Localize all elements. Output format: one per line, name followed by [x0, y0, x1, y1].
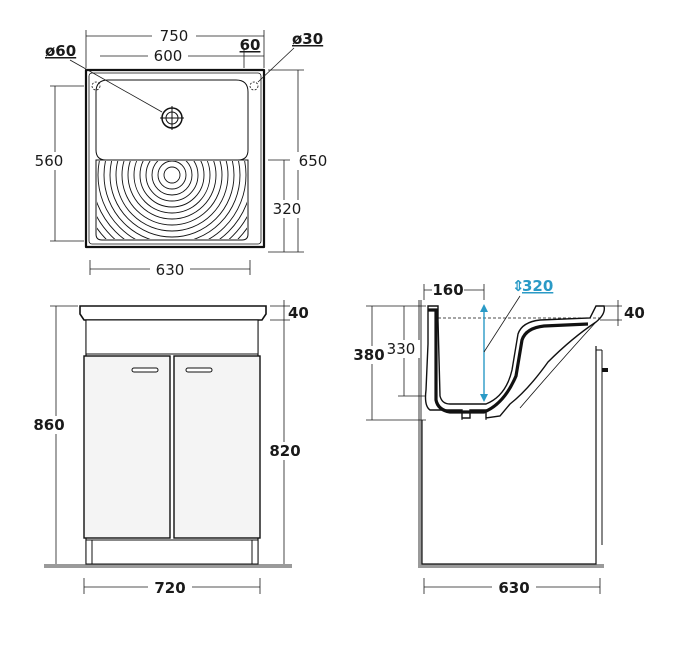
dim-top-thickness: 40	[288, 304, 309, 322]
sink-section	[424, 305, 606, 419]
floor-line-side	[418, 564, 604, 568]
cabinet-top-panel	[85, 319, 259, 355]
cabinet-door-left	[83, 355, 171, 539]
dim-total-depth: 650	[299, 152, 328, 170]
top-view: 750 600 60 ø60 ø30 560 650 320	[30, 27, 330, 279]
front-sink-top	[79, 305, 267, 321]
dim-drain-diameter: ø60	[45, 42, 76, 60]
dim-rim-thickness: 40	[624, 304, 645, 322]
dim-inner-height: 330	[387, 340, 416, 358]
dim-edge-offset: 60	[240, 36, 261, 54]
dim-cabinet-width: 720	[154, 579, 185, 597]
tap-hole-right	[249, 81, 259, 91]
sink-curve	[519, 321, 597, 409]
door-handle-right	[185, 367, 213, 373]
basin-bowl	[95, 79, 249, 161]
depth-arrow-icon: ⇕	[512, 277, 525, 295]
dim-wall-offset: 160	[432, 281, 463, 299]
dim-basin-depth-highlight: 320	[522, 277, 553, 295]
cabinet-door-right	[173, 355, 261, 539]
dim-cabinet-height: 820	[269, 442, 300, 460]
dim-inner-width: 600	[154, 47, 183, 65]
dim-depth: 630	[498, 579, 529, 597]
dim-sink-height: 380	[353, 346, 384, 364]
dim-total-height: 860	[33, 416, 64, 434]
front-view: 40 860 820 720	[30, 300, 309, 597]
tap-hole-left	[91, 81, 101, 91]
dim-base-width: 630	[156, 261, 185, 279]
washboard-area	[95, 159, 249, 241]
dim-hole-diameter: ø30	[292, 30, 323, 48]
sink-section-wall	[428, 308, 589, 414]
wall-line	[418, 300, 422, 568]
door-handle-left	[131, 367, 159, 373]
dim-basin-depth-left: 560	[35, 152, 64, 170]
dim-total-width: 750	[160, 27, 189, 45]
washboard-ribs	[97, 161, 247, 239]
cabinet-side	[421, 346, 597, 565]
cabinet-plinth	[85, 539, 259, 565]
dim-rib-depth: 320	[273, 200, 302, 218]
side-view: ⇕ 320 160 40 380 330 630	[352, 277, 645, 597]
floor-line-front	[44, 564, 292, 568]
sink-top-rim	[88, 72, 262, 245]
